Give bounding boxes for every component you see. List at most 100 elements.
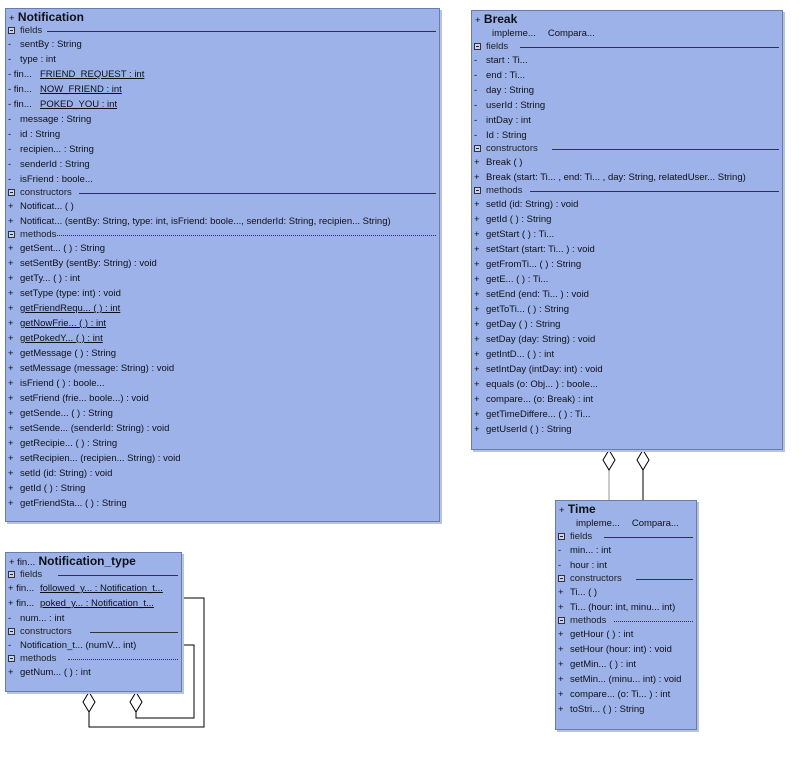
method-row[interactable]: +getNowFrie... ( ) : int bbox=[6, 316, 439, 331]
method-row[interactable]: +getTimeDiffere... ( ) : Ti... bbox=[472, 407, 782, 422]
constructor-row[interactable]: +Break (start: Ti... , end: Ti... , day:… bbox=[472, 170, 782, 185]
field-row[interactable]: - fin...NOW_FRIEND : int bbox=[6, 82, 439, 97]
method-row[interactable]: +getUserId ( ) : String bbox=[472, 422, 782, 437]
fields-section-header[interactable]: fields bbox=[556, 531, 696, 543]
class-header: + fin... Notification_type bbox=[6, 553, 181, 569]
method-row[interactable]: +setSende... (senderId: String) : void bbox=[6, 421, 439, 436]
method-row[interactable]: +getFromTi... ( ) : String bbox=[472, 257, 782, 272]
field-row[interactable]: -id : String bbox=[6, 127, 439, 142]
method-row[interactable]: +getDay ( ) : String bbox=[472, 317, 782, 332]
method-row[interactable]: +getId ( ) : String bbox=[6, 481, 439, 496]
method-row[interactable]: +getMin... ( ) : int bbox=[556, 657, 696, 672]
collapse-toggle-icon[interactable] bbox=[8, 655, 15, 662]
method-row[interactable]: +setType (type: int) : void bbox=[6, 286, 439, 301]
fields-section-header[interactable]: fields bbox=[472, 41, 782, 53]
collapse-toggle-icon[interactable] bbox=[474, 187, 481, 194]
method-row[interactable]: +getStart ( ) : Ti... bbox=[472, 227, 782, 242]
method-row[interactable]: +setMin... (minu... int) : void bbox=[556, 672, 696, 687]
constructor-row[interactable]: +Ti... (hour: int, minu... int) bbox=[556, 600, 696, 615]
method-row[interactable]: +getE... ( ) : Ti... bbox=[472, 272, 782, 287]
constructors-section-header[interactable]: constructors bbox=[472, 143, 782, 155]
method-row[interactable]: +compare... (o: Break) : int bbox=[472, 392, 782, 407]
method-row[interactable]: +compare... (o: Ti... ) : int bbox=[556, 687, 696, 702]
constructor-row[interactable]: +Notificat... ( ) bbox=[6, 199, 439, 214]
method-row[interactable]: +getSent... ( ) : String bbox=[6, 241, 439, 256]
visibility-marker: + bbox=[474, 334, 480, 345]
constructors-section-header[interactable]: constructors bbox=[6, 187, 439, 199]
collapse-toggle-icon[interactable] bbox=[8, 628, 15, 635]
field-row[interactable]: -end : Ti... bbox=[472, 68, 782, 83]
method-row[interactable]: +setIntDay (intDay: int) : void bbox=[472, 362, 782, 377]
field-row[interactable]: - fin...FRIEND_REQUEST : int bbox=[6, 67, 439, 82]
constructor-row[interactable]: +Notificat... (sentBy: String, type: int… bbox=[6, 214, 439, 229]
field-row[interactable]: - fin...POKED_YOU : int bbox=[6, 97, 439, 112]
constructor-row[interactable]: +Break ( ) bbox=[472, 155, 782, 170]
method-row[interactable]: +setDay (day: String) : void bbox=[472, 332, 782, 347]
constructors-section-header[interactable]: constructors bbox=[6, 626, 181, 638]
method-row[interactable]: +setId (id: String) : void bbox=[6, 466, 439, 481]
method-row[interactable]: +setSentBy (sentBy: String) : void bbox=[6, 256, 439, 271]
collapse-toggle-icon[interactable] bbox=[474, 145, 481, 152]
field-row[interactable]: -hour : int bbox=[556, 558, 696, 573]
methods-section-header[interactable]: methods bbox=[472, 185, 782, 197]
field-row[interactable]: -intDay : int bbox=[472, 113, 782, 128]
field-row[interactable]: + fin...followed_y... : Notification_t..… bbox=[6, 581, 181, 596]
method-row[interactable]: +isFriend ( ) : boole... bbox=[6, 376, 439, 391]
method-row[interactable]: +toStri... ( ) : String bbox=[556, 702, 696, 717]
collapse-toggle-icon[interactable] bbox=[558, 575, 565, 582]
method-row[interactable]: +setId (id: String) : void bbox=[472, 197, 782, 212]
field-row[interactable]: -userId : String bbox=[472, 98, 782, 113]
method-row[interactable]: +getPokedY... ( ) : int bbox=[6, 331, 439, 346]
constructors-section-header[interactable]: constructors bbox=[556, 573, 696, 585]
method-row[interactable]: +setStart (start: Ti... ) : void bbox=[472, 242, 782, 257]
methods-section-header[interactable]: methods bbox=[6, 653, 181, 665]
visibility-marker: + bbox=[558, 602, 564, 613]
field-row[interactable]: -num... : int bbox=[6, 611, 181, 626]
method-row[interactable]: +getIntD... ( ) : int bbox=[472, 347, 782, 362]
method-row[interactable]: +setEnd (end: Ti... ) : void bbox=[472, 287, 782, 302]
method-row[interactable]: +setFriend (frie... boole...) : void bbox=[6, 391, 439, 406]
method-row[interactable]: +getToTi... ( ) : String bbox=[472, 302, 782, 317]
field-row[interactable]: -min... : int bbox=[556, 543, 696, 558]
field-row[interactable]: -message : String bbox=[6, 112, 439, 127]
collapse-toggle-icon[interactable] bbox=[8, 189, 15, 196]
collapse-toggle-icon[interactable] bbox=[558, 617, 565, 624]
method-row[interactable]: +getMessage ( ) : String bbox=[6, 346, 439, 361]
collapse-toggle-icon[interactable] bbox=[8, 231, 15, 238]
method-row[interactable]: +getSende... ( ) : String bbox=[6, 406, 439, 421]
collapse-toggle-icon[interactable] bbox=[8, 27, 15, 34]
constructor-row[interactable]: +Ti... ( ) bbox=[556, 585, 696, 600]
field-row[interactable]: -Id : String bbox=[472, 128, 782, 143]
field-row[interactable]: -type : int bbox=[6, 52, 439, 67]
method-row[interactable]: +getFriendRequ... ( ) : int bbox=[6, 301, 439, 316]
collapse-toggle-icon[interactable] bbox=[8, 571, 15, 578]
method-row[interactable]: +getRecipie... ( ) : String bbox=[6, 436, 439, 451]
method-row[interactable]: +equals (o: Obj... ) : boole... bbox=[472, 377, 782, 392]
field-row[interactable]: -recipien... : String bbox=[6, 142, 439, 157]
field-row[interactable]: -start : Ti... bbox=[472, 53, 782, 68]
methods-section-header[interactable]: methods bbox=[556, 615, 696, 627]
method-row[interactable]: +getTy... ( ) : int bbox=[6, 271, 439, 286]
field-row[interactable]: -isFriend : boole... bbox=[6, 172, 439, 187]
field-row[interactable]: -sentBy : String bbox=[6, 37, 439, 52]
fields-section-header[interactable]: fields bbox=[6, 25, 439, 37]
collapse-toggle-icon[interactable] bbox=[558, 533, 565, 540]
method-row[interactable]: +getNum... ( ) : int bbox=[6, 665, 181, 680]
collapse-toggle-icon[interactable] bbox=[474, 43, 481, 50]
method-row[interactable]: +setMessage (message: String) : void bbox=[6, 361, 439, 376]
field-row[interactable]: -senderId : String bbox=[6, 157, 439, 172]
fields-section-header[interactable]: fields bbox=[6, 569, 181, 581]
method-row[interactable]: +getFriendSta... ( ) : String bbox=[6, 496, 439, 511]
method-row[interactable]: +getId ( ) : String bbox=[472, 212, 782, 227]
field-row[interactable]: + fin...poked_y... : Notification_t... bbox=[6, 596, 181, 611]
method-row[interactable]: +getHour ( ) : int bbox=[556, 627, 696, 642]
method-row[interactable]: +setHour (hour: int) : void bbox=[556, 642, 696, 657]
field-row[interactable]: -day : String bbox=[472, 83, 782, 98]
methods-section-header[interactable]: methods bbox=[6, 229, 439, 241]
method-row[interactable]: +setRecipien... (recipien... String) : v… bbox=[6, 451, 439, 466]
constructor-row[interactable]: -Notification_t... (numV... int) bbox=[6, 638, 181, 653]
